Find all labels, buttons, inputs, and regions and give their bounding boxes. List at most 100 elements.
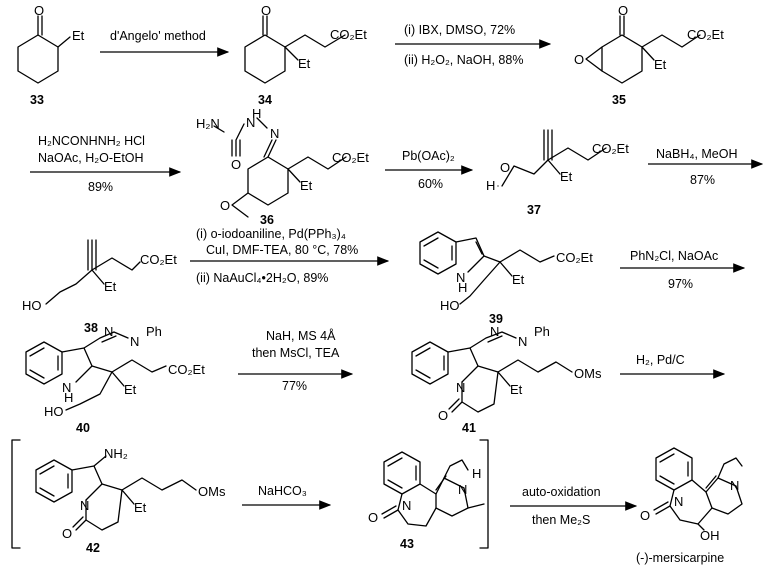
compound-40: N N Ph N H CO₂Et Et HO 40	[25, 324, 205, 435]
compound-label-43: 43	[400, 537, 414, 551]
compound-label-38: 38	[84, 321, 98, 335]
atom-co2et: CO₂Et	[687, 27, 724, 42]
compound-mersicarpine: N N O OH (-)-mersicarpine	[636, 447, 743, 565]
arrow-step5: NaBH₄, MeOH 87%	[648, 147, 764, 187]
compound-label-42: 42	[86, 541, 100, 555]
atom-o: O	[231, 157, 241, 172]
reagent-step4b: 60%	[418, 177, 443, 191]
atom-o: O	[640, 508, 650, 523]
compound-38: CO₂Et Et HO 38	[22, 239, 177, 335]
atom-n: N	[402, 498, 411, 513]
atom-n: N	[130, 334, 139, 349]
atom-n: N	[246, 115, 255, 130]
arrow-step9: H₂, Pd/C	[620, 353, 726, 379]
reagent-step10a: NaHCO₃	[258, 484, 307, 498]
atom-n: N	[104, 324, 113, 339]
atom-h: H	[472, 466, 481, 481]
atom-o: O	[368, 510, 378, 525]
atom-et: Et	[72, 28, 85, 43]
compound-label-37: 37	[527, 203, 541, 217]
atom-o: O	[261, 3, 271, 18]
reagent-step2a: (i) IBX, DMSO, 72%	[404, 23, 515, 37]
atom-et: Et	[300, 178, 313, 193]
compound-label-35: 35	[612, 93, 626, 107]
atom-co2et: CO₂Et	[332, 150, 369, 165]
compound-35: O O CO₂Et Et 35	[574, 3, 724, 107]
compound-label-mersicarpine: (-)-mersicarpine	[636, 551, 724, 565]
compound-36: H₂N N H N O O CO₂Et Et 36	[196, 106, 369, 227]
arrow-step4: Pb(OAc)₂ 60%	[385, 149, 474, 191]
arrow-step1: d'Angelo' method	[100, 29, 230, 57]
compound-label-34: 34	[258, 93, 272, 107]
atom-o: O	[62, 526, 72, 541]
reagent-step5b: 87%	[690, 173, 715, 187]
compound-label-36: 36	[260, 213, 274, 227]
atom-et: Et	[104, 279, 117, 294]
reagent-step3b: NaOAc, H₂O-EtOH	[38, 151, 144, 165]
intermediate-bracket	[11, 439, 489, 549]
reagent-step6c: (ii) NaAuCl₄•2H₂O, 89%	[196, 271, 328, 285]
atom-n: N	[62, 380, 71, 395]
reagent-step3c: 89%	[88, 180, 113, 194]
atom-co2et: CO₂Et	[592, 141, 629, 156]
compound-33: O Et 33	[17, 3, 85, 107]
atom-oh: OH	[700, 528, 720, 543]
atom-et: Et	[298, 56, 311, 71]
atom-ho: HO	[440, 298, 460, 313]
reagent-step4a: Pb(OAc)₂	[402, 149, 455, 163]
arrow-step8: NaH, MS 4Å then MsCl, TEA 77%	[238, 328, 354, 393]
atom-n: N	[730, 478, 739, 493]
atom-n: N	[270, 126, 279, 141]
compound-42: NH₂ N OMs Et O 42	[35, 446, 226, 555]
reagent-step7b: 97%	[668, 277, 693, 291]
atom-oms: OMs	[198, 484, 226, 499]
reagent-step11a: auto-oxidation	[522, 485, 601, 499]
atom-ho: HO	[44, 404, 64, 419]
arrow-step6: (i) o-iodoaniline, Pd(PPh₃)₄ CuI, DMF-TE…	[190, 227, 390, 285]
compound-label-41: 41	[462, 421, 476, 435]
atom-o: O	[500, 160, 510, 175]
reagent-step8a: NaH, MS 4Å	[266, 328, 336, 343]
compound-43: N N H O 43	[368, 451, 485, 551]
atom-o-epoxide: O	[574, 52, 584, 67]
atom-o: O	[438, 408, 448, 423]
atom-o: O	[618, 3, 628, 18]
arrow-step10: NaHCO₃	[242, 484, 332, 510]
reagent-step9a: H₂, Pd/C	[636, 353, 685, 367]
atom-n: N	[456, 270, 465, 285]
atom-et: Et	[654, 57, 667, 72]
reagent-step8b: then MsCl, TEA	[252, 346, 340, 360]
atom-n: N	[80, 498, 89, 513]
atom-h: H	[486, 178, 495, 193]
atom-n: N	[518, 334, 527, 349]
compound-label-40: 40	[76, 421, 90, 435]
atom-h: H	[64, 390, 73, 405]
atom-h: H	[252, 106, 261, 121]
reagent-step2b: (ii) H₂O₂, NaOH, 88%	[404, 53, 523, 67]
atom-et: Et	[512, 272, 525, 287]
atom-n: N	[490, 324, 499, 339]
compound-34: O CO₂Et Et 34	[244, 3, 367, 107]
compound-label-39: 39	[489, 312, 503, 326]
atom-ho: HO	[22, 298, 42, 313]
atom-co2et: CO₂Et	[168, 362, 205, 377]
atom-ph: Ph	[146, 324, 162, 339]
reagent-step8c: 77%	[282, 379, 307, 393]
compound-41: N N Ph N OMs Et O 41	[411, 324, 602, 435]
atom-et: Et	[124, 382, 137, 397]
atom-et: Et	[134, 500, 147, 515]
arrow-step3: H₂NCONHNH₂ HCl NaOAc, H₂O-EtOH 89%	[30, 134, 182, 194]
reagent-step6b: CuI, DMF-TEA, 80 °C, 78%	[206, 243, 358, 257]
atom-n: N	[456, 380, 465, 395]
atom-h2n: H₂N	[196, 116, 220, 131]
reagent-step6a: (i) o-iodoaniline, Pd(PPh₃)₄	[196, 227, 346, 241]
reagent-step3a: H₂NCONHNH₂ HCl	[38, 134, 145, 148]
atom-n: N	[674, 494, 683, 509]
reagent-step5a: NaBH₄, MeOH	[656, 147, 738, 161]
atom-co2et: CO₂Et	[140, 252, 177, 267]
atom-h: H	[458, 280, 467, 295]
atom-ph: Ph	[534, 324, 550, 339]
reagent-step1: d'Angelo' method	[110, 29, 206, 43]
atom-o: O	[34, 3, 44, 18]
compound-37: CO₂Et Et H O 37	[486, 129, 629, 217]
